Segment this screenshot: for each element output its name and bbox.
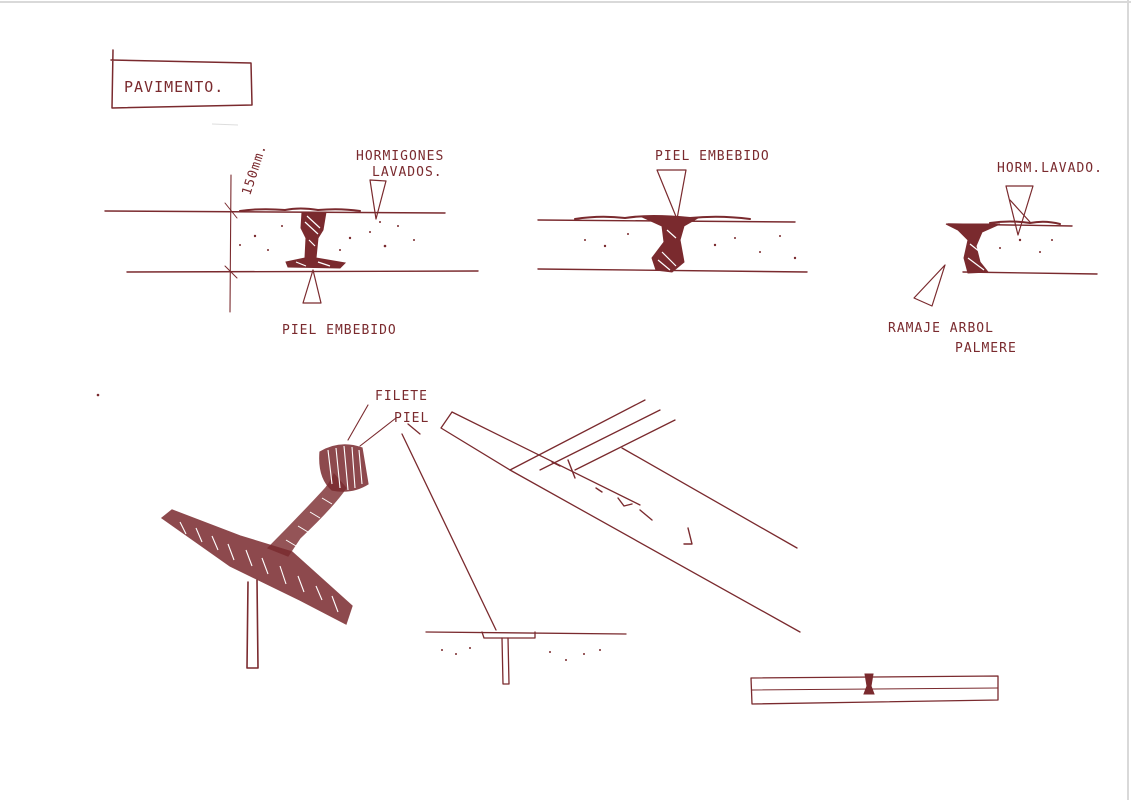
- label-palmere: PALMERE: [955, 341, 1017, 356]
- label-lavados: LAVADOS.: [372, 165, 443, 180]
- label-piel-embebido-1: PIEL EMBEBIDO: [282, 323, 397, 338]
- embedded-profile-3: [945, 223, 1001, 274]
- label-piel-embebido-2: PIEL EMBEBIDO: [655, 149, 770, 164]
- embedded-profile-2: [639, 215, 700, 273]
- label-horm-lavado: HORM.LAVADO.: [997, 161, 1103, 176]
- small-section: [425, 631, 627, 685]
- detail-3-section: HORM.LAVADO. RAMAJE ARBOL PALMERE: [888, 161, 1103, 356]
- label-piel: PIEL: [394, 411, 429, 426]
- sheet-title: PAVIMENTO.: [124, 78, 224, 96]
- title-box: PAVIMENTO.: [110, 49, 253, 109]
- dimension-150mm: 150mm.: [240, 142, 271, 197]
- embedded-profile-plan: [863, 673, 875, 695]
- label-filete: FILETE: [375, 389, 428, 404]
- label-ramaje-arbol: RAMAJE ARBOL: [888, 321, 994, 336]
- bottom-strip: [750, 673, 999, 705]
- strip-perspective: [401, 399, 801, 633]
- detail-2-section: PIEL EMBEBIDO: [537, 149, 808, 273]
- perspective-profile: FILETE PIEL: [160, 389, 429, 669]
- detail-1-section: 150mm. HORMIGONES LAVADOS. PIEL EMBEBIDO: [104, 142, 479, 338]
- label-hormigones: HORMIGONES: [356, 149, 444, 164]
- embedded-profile-1: [285, 211, 347, 269]
